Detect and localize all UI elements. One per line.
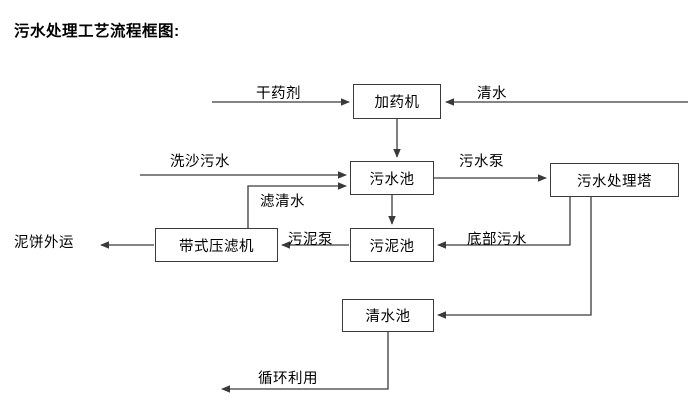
label-dry-agent: 干药剂 bbox=[256, 86, 301, 102]
node-label: 污水池 bbox=[369, 171, 415, 188]
label-recycle-reuse: 循环利用 bbox=[258, 371, 318, 387]
node-sewage-treatment-tower[interactable]: 污水处理塔 bbox=[550, 163, 679, 197]
label-bottom-sewage: 底部污水 bbox=[467, 232, 527, 248]
edge-tower-to-clear-pool bbox=[437, 197, 592, 319]
label-filtrate-water: 滤清水 bbox=[260, 194, 305, 210]
edge-filtrate-to-sewage-pool bbox=[247, 182, 347, 229]
node-label: 污水处理塔 bbox=[577, 173, 652, 190]
node-clear-water-pool[interactable]: 清水池 bbox=[342, 299, 434, 332]
node-sewage-pool[interactable]: 污水池 bbox=[350, 161, 434, 195]
node-belt-filter-press[interactable]: 带式压滤机 bbox=[155, 228, 278, 262]
node-label: 加药机 bbox=[374, 95, 420, 111]
label-clean-water: 清水 bbox=[477, 86, 507, 102]
node-label: 污泥池 bbox=[369, 238, 415, 255]
node-sludge-pool[interactable]: 污泥池 bbox=[350, 228, 434, 262]
page-title: 污水处理工艺流程框图: bbox=[14, 23, 180, 40]
label-mud-cake-outbound: 泥饼外运 bbox=[14, 235, 74, 251]
edge-clear-pool-to-recycle bbox=[221, 332, 389, 393]
node-label: 清水池 bbox=[365, 309, 411, 325]
label-sewage-pump: 污水泵 bbox=[459, 154, 504, 170]
edge-tower-to-sludge-pool bbox=[437, 197, 571, 249]
label-sludge-pump: 污泥泵 bbox=[288, 232, 333, 248]
node-dosing-machine[interactable]: 加药机 bbox=[353, 84, 441, 119]
node-label: 带式压滤机 bbox=[179, 238, 254, 255]
label-wash-sand-sewage: 洗沙污水 bbox=[170, 154, 230, 170]
